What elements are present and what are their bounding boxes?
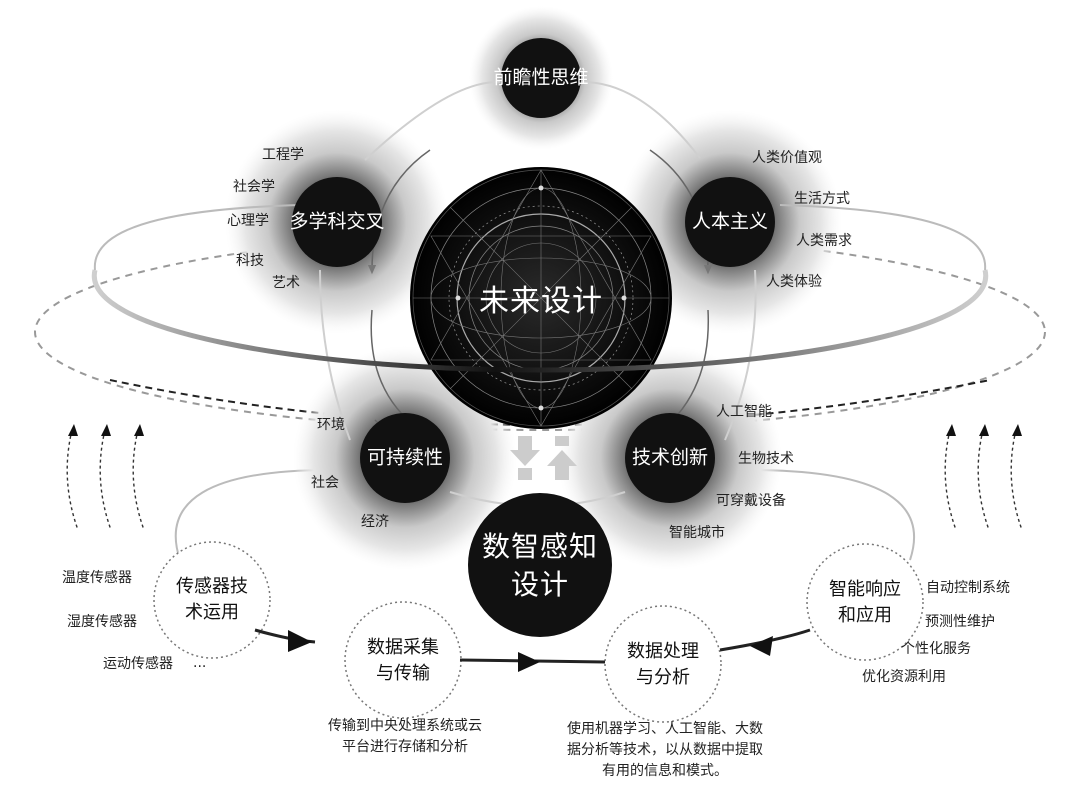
core-foresight [501,38,581,118]
wave-arrows-left [66,429,145,531]
stage-process-title: 数据处理 与分析 [627,641,699,688]
core-circle [468,493,612,637]
humanism-item: 人类价值观 [752,150,822,166]
core-title-line1: 数智感知 [481,530,599,563]
node-interdisciplinary-title: 多学科交叉 [289,210,385,233]
stage-respond-title: 智能响应 和应用 [829,579,901,626]
sustainability-item: 经济 [361,514,389,530]
arc-top-right [579,80,701,159]
stage-collect-title: 数据采集 与传输 [367,637,439,684]
collect-description: 传输到中央处理系统或云 平台进行存储和分析 [328,718,482,755]
main-orbit [91,269,989,373]
sensor-item: 温度传感器 [62,570,132,586]
center-title: 未来设计 [479,284,603,319]
interdisciplinary-item: 心理学 [227,213,269,229]
arc-top-left [364,80,501,161]
stage-circle-sensor [153,541,271,659]
node-sustainability-title: 可持续性 [366,446,444,469]
stage-circle-process [604,605,722,723]
loop-right [749,469,916,561]
humanism-item: 人类体验 [766,274,822,290]
stage-sensor-title: 传感器技 术运用 [176,576,248,623]
interdisciplinary-item: 社会学 [233,179,275,195]
loop-left [174,469,331,561]
interdisciplinary-item: 科技 [236,253,264,269]
innovation-item: 可穿戴设备 [716,493,786,509]
core-sustainability [360,413,450,503]
core-interdisciplinary [292,177,382,267]
node-humanism-title: 人本主义 [691,210,769,233]
node-innovation-title: 技术创新 [631,446,709,469]
respond-item: 预测性维护 [925,614,995,630]
core-humanism [685,177,775,267]
process-description: 使用机器学习、人工智能、大数 据分析等技术，以从数据中提取 有用的信息和模式。 [567,721,763,779]
respond-item: 优化资源利用 [862,669,946,685]
respond-item: 个性化服务 [901,641,971,657]
sensor-item: 湿度传感器 [67,614,137,630]
stage-circle-respond [806,543,924,661]
wave-arrows-right [944,429,1023,531]
core-innovation [625,413,715,503]
core-title-line2: 设计 [510,568,570,601]
innovation-item: 生物技术 [738,451,794,467]
ring-arrow-left-down [367,149,431,275]
node-foresight-title: 前瞻性思维 [493,66,589,89]
innovation-item: 智能城市 [669,525,725,541]
sensor-item: 运动传感器 [103,656,173,672]
flow-process-respond [719,628,811,652]
sensor-item-more: ... [193,655,207,671]
exchange-arrows [510,436,577,480]
sustainability-item: 环境 [317,417,345,433]
sustainability-item: 社会 [311,475,339,491]
innovation-item: 人工智能 [716,404,772,420]
interdisciplinary-item: 艺术 [272,275,300,291]
humanism-item: 人类需求 [796,233,852,249]
respond-item: 自动控制系统 [926,580,1010,596]
core-title: 数智感知 设计 [482,528,598,604]
humanism-item: 生活方式 [794,191,850,207]
interdisciplinary-item: 工程学 [262,147,304,163]
